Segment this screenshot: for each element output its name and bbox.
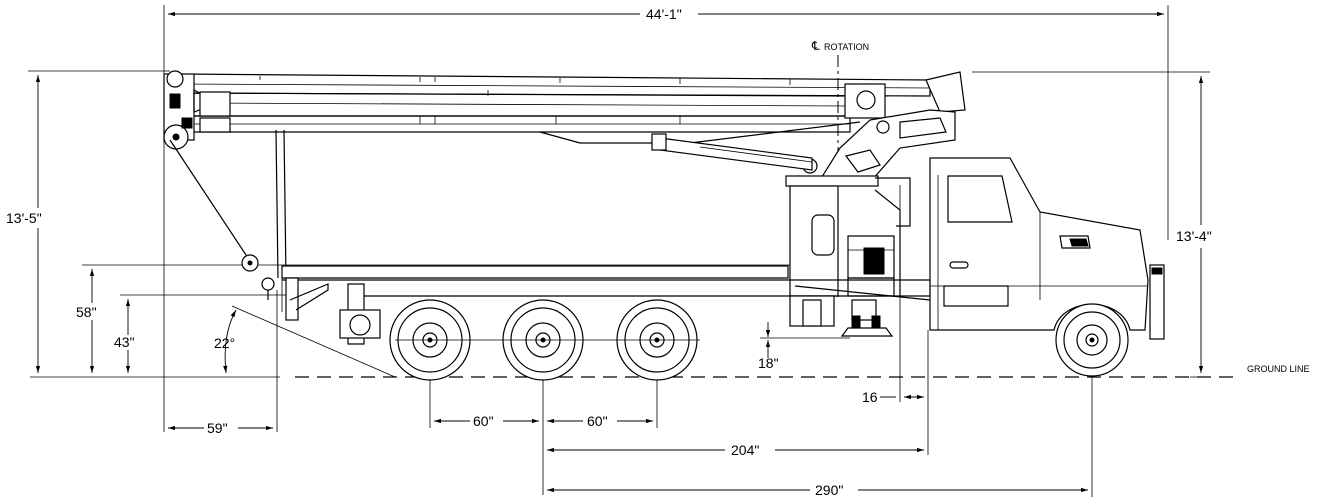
rotation-symbol: ℄ [811,39,820,53]
overall-length-label: 44'-1" [646,6,682,22]
front-wheel [1055,303,1129,377]
height-58-dimension: 58" [76,264,790,373]
cab-height-dimension: 13'-4" [972,71,1212,378]
wheelbase-204-dimension: 204" [547,330,929,458]
overall-height-label: 13'-5" [6,210,42,226]
hook-block [169,129,287,300]
overall-height-dimension: 13'-5" [6,70,170,373]
boom [163,70,966,150]
ground-line-label: GROUND LINE [1247,364,1310,374]
departure-angle-label: 22° [214,335,235,351]
height-43-label: 43" [114,334,135,350]
wheelbase-290-dimension: 290" [547,345,1093,498]
wheelbase-290-label: 290" [815,482,843,498]
rotation-label: ROTATION [824,42,869,52]
rear-overhang-dimension: 59" [168,290,278,436]
ground-line: GROUND LINE [30,364,1310,378]
truck-cab [929,157,1165,340]
turret [651,109,956,297]
height-58-label: 58" [76,304,97,320]
departure-angle: 22° [214,305,396,378]
axle-spacing-1-label: 60" [473,413,494,429]
chassis [281,265,931,345]
outrigger-offset-dimension: 16 [862,185,924,405]
outrigger-offset-label: 16 [862,389,878,405]
outrigger-drop-dimension: 18" [758,322,850,371]
rear-overhang-label: 59" [207,420,228,436]
cab-height-label: 13'-4" [1176,228,1212,244]
wheelbase-204-label: 204" [731,442,759,458]
axle-spacing-2-label: 60" [587,413,608,429]
outrigger-drop-label: 18" [758,355,779,371]
height-43-dimension: 43" [114,294,290,373]
